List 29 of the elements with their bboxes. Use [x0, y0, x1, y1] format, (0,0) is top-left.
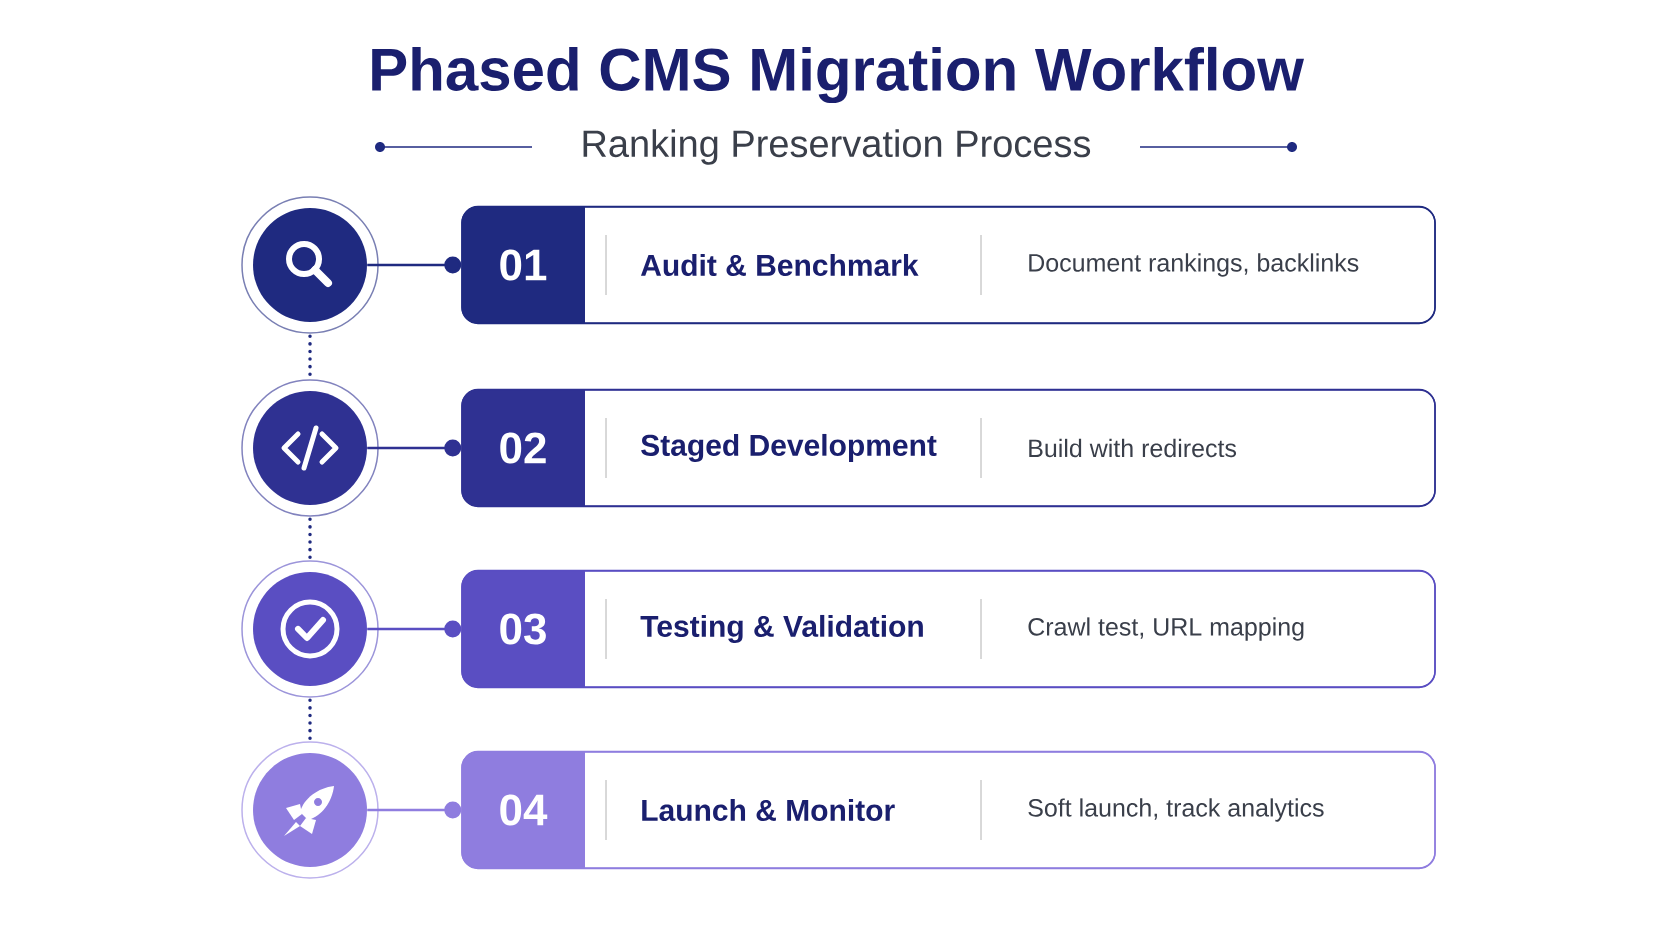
connector [367, 439, 462, 457]
step-number: 03 [500, 613, 546, 645]
step-number: 01 [500, 249, 547, 281]
subtitle: Ranking Preservation Process [583, 129, 1091, 165]
step-title: Audit & Benchmark [640, 254, 919, 276]
connector [367, 256, 462, 274]
step-card [461, 388, 1436, 508]
step-number: 04 [500, 794, 548, 826]
step-description: Crawl test, URL mapping [1028, 617, 1304, 641]
dotted-connector [308, 334, 312, 379]
connector [367, 620, 462, 638]
step-card [461, 569, 1436, 689]
step-description: Document rankings, backlinks [1029, 253, 1359, 277]
step-description: Soft launch, track analytics [1028, 798, 1324, 822]
step-title: Staged Development [641, 433, 937, 463]
step-circle [241, 196, 379, 334]
step-card [461, 750, 1436, 870]
step-number: 02 [500, 432, 546, 464]
step-card [461, 205, 1436, 325]
connector [367, 801, 462, 819]
step-circle [241, 560, 379, 698]
dotted-connector [308, 517, 312, 560]
title: Phased CMS Migration Workflow [372, 46, 1304, 104]
step-circle [241, 379, 379, 517]
step-circle [241, 741, 379, 879]
step-title: Testing & Validation [640, 614, 923, 644]
dotted-connector [308, 698, 312, 741]
step-title: Launch & Monitor [642, 799, 895, 821]
step-description: Build with redirects [1029, 438, 1237, 458]
